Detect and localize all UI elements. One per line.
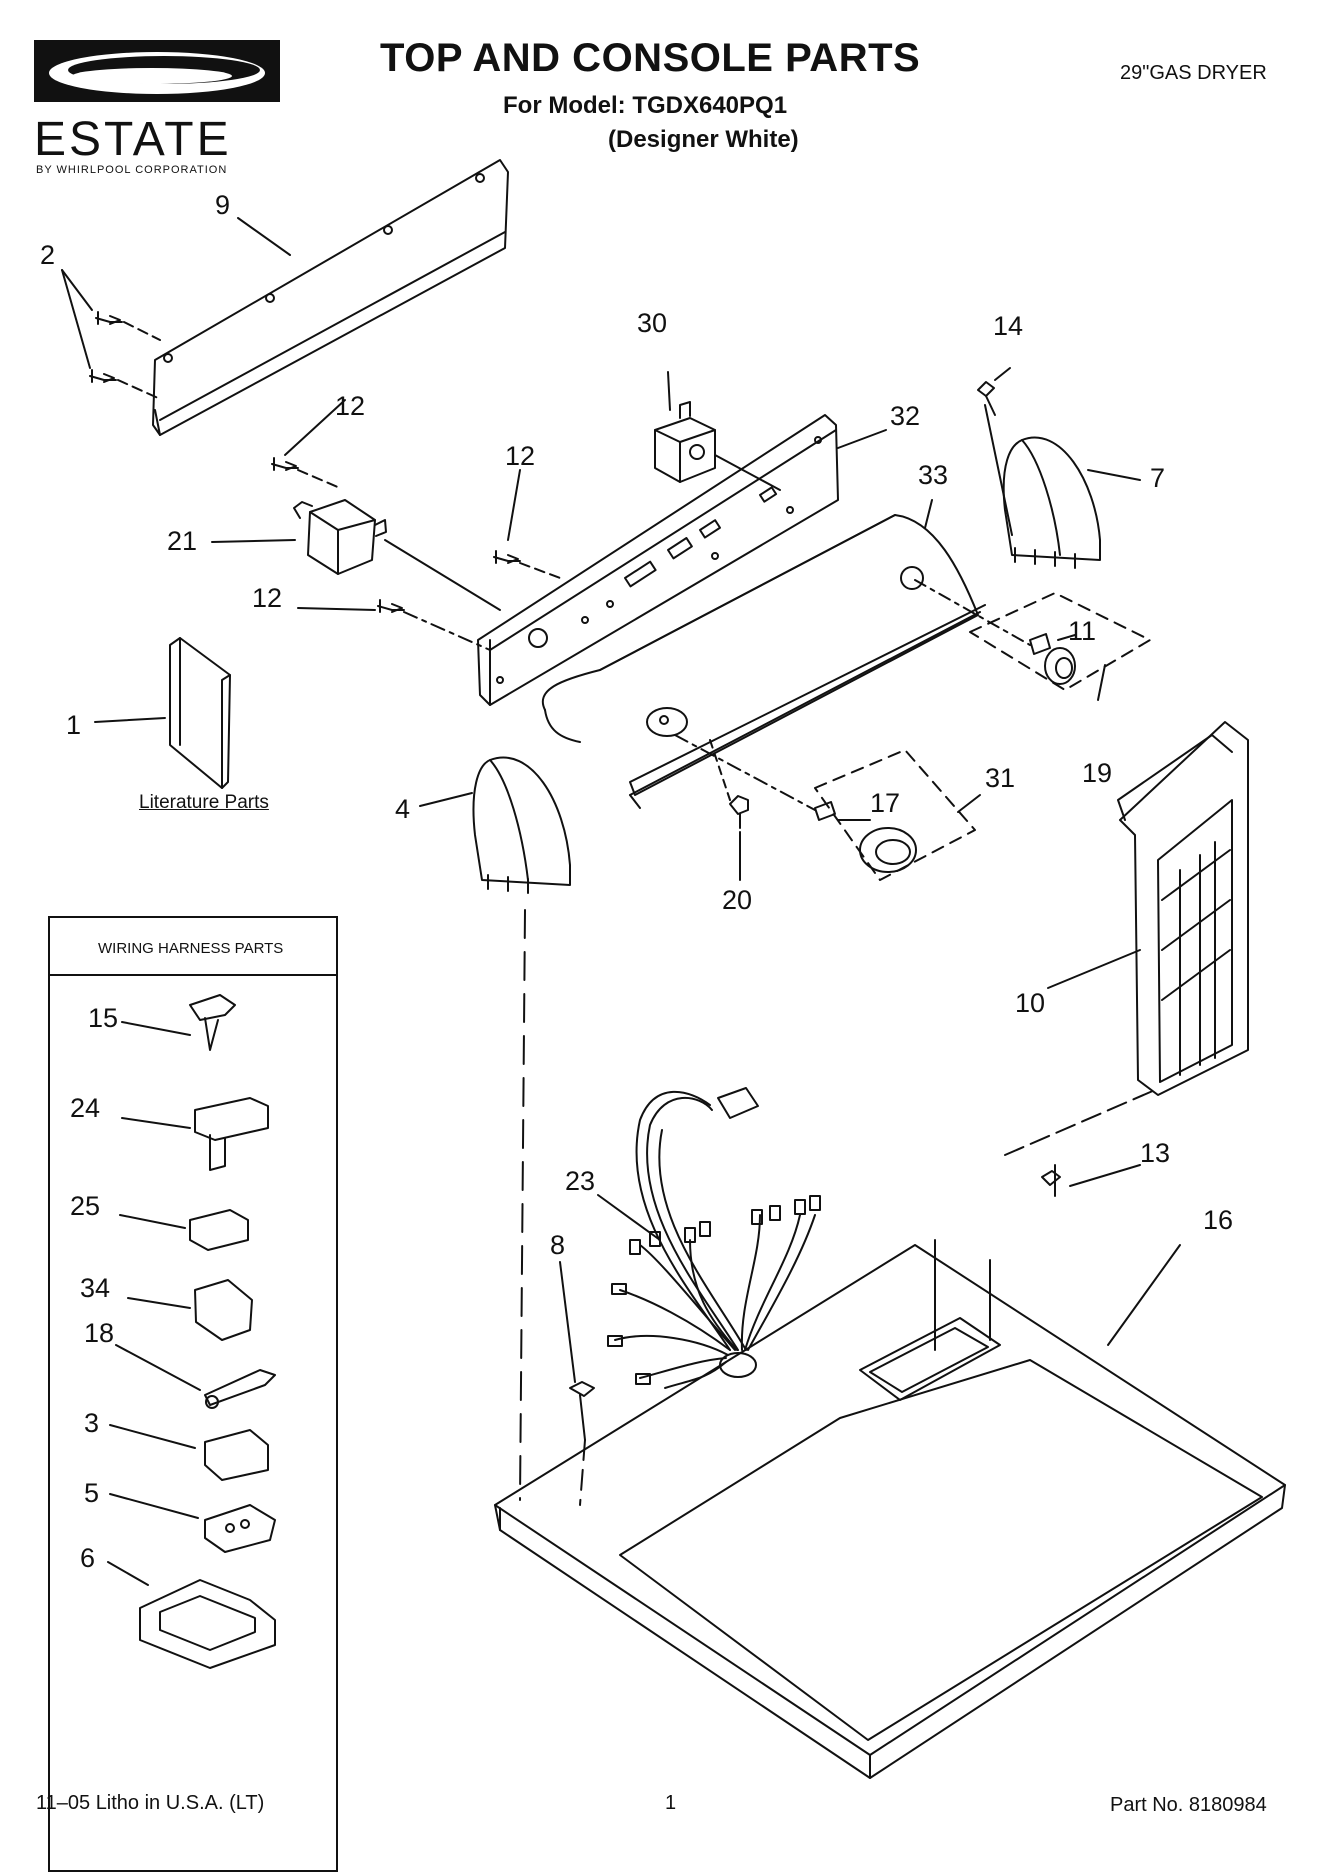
callout-3: 3 [84,1408,100,1438]
part-timer-30 [655,402,780,490]
callout-25: 25 [70,1191,101,1221]
part-clip-8 [570,1382,594,1440]
brand-subtitle: BY WHIRLPOOL CORPORATION [36,164,228,176]
page-title: TOP AND CONSOLE PARTS [380,36,921,80]
callout-31: 31 [985,763,1016,793]
part-knob-group-31 [675,735,975,880]
logo-swoosh-icon [34,40,280,102]
callout-32: 32 [890,401,921,431]
callout-11: 11 [1068,616,1097,646]
footer-litho: 11–05 Litho in U.S.A. (LT) [36,1792,265,1814]
callout-14: 14 [993,311,1024,341]
part-screw-20 [710,740,748,828]
estate-logo: ESTATE BY WHIRLPOOL CORPORATION [34,40,284,176]
part-screws-2 [90,312,160,398]
callout-4: 4 [395,794,411,824]
product-type: 29"GAS DRYER [1120,62,1267,84]
part-console-33 [543,515,985,808]
wiring-harness-header: WIRING HARNESS PARTS [50,918,336,976]
part-knob-group-19 [915,580,1150,690]
callout-13: 13 [1140,1138,1171,1168]
variant-line: (Designer White) [608,126,799,153]
callout-15: 15 [88,1003,119,1033]
callout-8: 8 [550,1230,566,1260]
part-screws-12 [272,458,560,650]
callout-5: 5 [84,1478,100,1508]
callout-7: 7 [1150,463,1166,493]
callout-18: 18 [84,1318,115,1348]
callout-6: 6 [80,1543,96,1573]
callout-33: 33 [918,460,949,490]
callout-23: 23 [565,1166,596,1196]
wiring-harness-panel: WIRING HARNESS PARTS [48,916,338,1872]
callout-20: 20 [722,885,753,915]
callout-16: 16 [1203,1205,1234,1235]
callout-19: 19 [1082,758,1113,788]
callout-21: 21 [167,526,198,556]
part-lint-filter-10 [1118,722,1248,1095]
callout-12-c: 12 [252,583,283,613]
leader-lines [62,218,1180,1382]
part-console-bracket-32 [478,415,838,705]
part-switch-21 [294,500,386,574]
callout-34: 34 [80,1273,111,1303]
part-literature-1 [170,638,230,788]
part-wiring-harness-23 [608,1088,820,1388]
model-line: For Model: TGDX640PQ1 [503,92,788,119]
callout-30: 30 [637,308,668,338]
callout-9: 9 [215,190,231,220]
callout-1: 1 [66,710,82,740]
callout-12-b: 12 [505,441,536,471]
wiring-harness-title: WIRING HARNESS PARTS [98,940,284,957]
part-end-cap-4 [473,758,570,893]
brand-name: ESTATE [34,113,232,166]
footer-part-number: Part No. 8180984 [1110,1794,1267,1816]
part-top-16 [495,1090,1285,1778]
literature-parts-label: Literature Parts [139,792,269,813]
part-rear-panel [153,160,508,435]
callout-12-a: 12 [335,391,366,421]
callout-2: 2 [40,240,56,270]
part-screw-14 [978,382,995,415]
callout-24: 24 [70,1093,101,1123]
harness-leader-lines [108,1022,200,1585]
harness-parts-drawings [140,995,275,1668]
footer-page-number: 1 [665,1792,677,1814]
callout-10: 10 [1015,988,1046,1018]
callout-17: 17 [870,788,901,818]
part-end-cap-7 [985,405,1100,568]
